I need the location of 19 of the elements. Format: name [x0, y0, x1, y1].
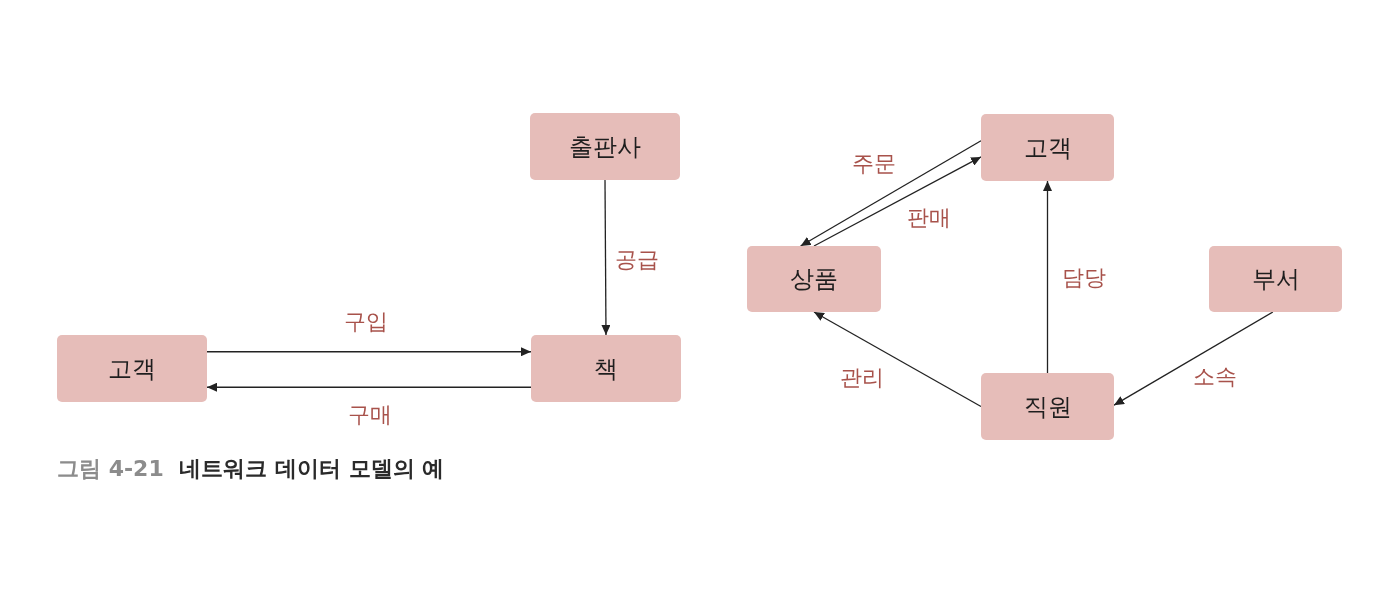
arrow — [813, 311, 982, 408]
arrow — [799, 140, 982, 247]
arrow — [206, 347, 532, 357]
arrow — [813, 156, 982, 247]
entity-box: 상품 — [747, 246, 881, 312]
entity-box: 책 — [531, 335, 681, 402]
edge-label: 주문 — [850, 152, 898, 176]
edge-label: 공급 — [613, 248, 661, 272]
entity-box: 고객 — [57, 335, 207, 402]
entity-box: 부서 — [1209, 246, 1342, 312]
entity-box: 출판사 — [530, 113, 680, 180]
arrow — [1043, 180, 1052, 374]
arrow — [206, 382, 532, 392]
edge-label: 소속 — [1191, 365, 1239, 389]
entity-box: 고객 — [981, 114, 1114, 181]
entity-box: 직원 — [981, 373, 1114, 440]
arrow — [1113, 311, 1274, 406]
arrow — [601, 179, 611, 336]
figure-caption: 그림 4-21 네트워크 데이터 모델의 예 — [57, 458, 445, 480]
